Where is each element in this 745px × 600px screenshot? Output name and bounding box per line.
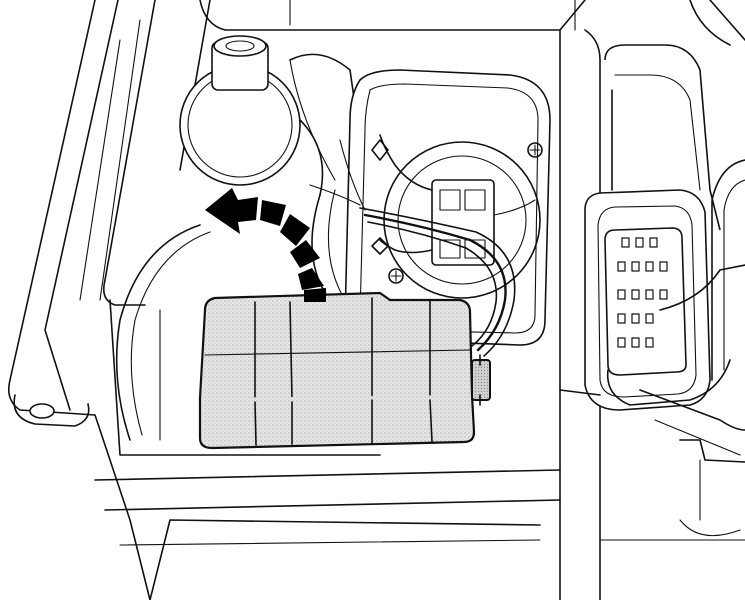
connector-pins — [617, 237, 668, 348]
curved-dashed-arrow-icon — [205, 188, 326, 302]
multi-pin-connector — [584, 44, 745, 456]
bulb-socket — [344, 69, 551, 346]
ballast-control-module — [198, 291, 491, 450]
headlight-bulb-cap — [179, 35, 361, 196]
screw-head-icon — [388, 268, 404, 284]
mounting-hole — [29, 403, 55, 419]
housing-edge — [559, 389, 601, 396]
wiring-harness — [115, 59, 536, 441]
screw-head-icon — [527, 142, 543, 158]
